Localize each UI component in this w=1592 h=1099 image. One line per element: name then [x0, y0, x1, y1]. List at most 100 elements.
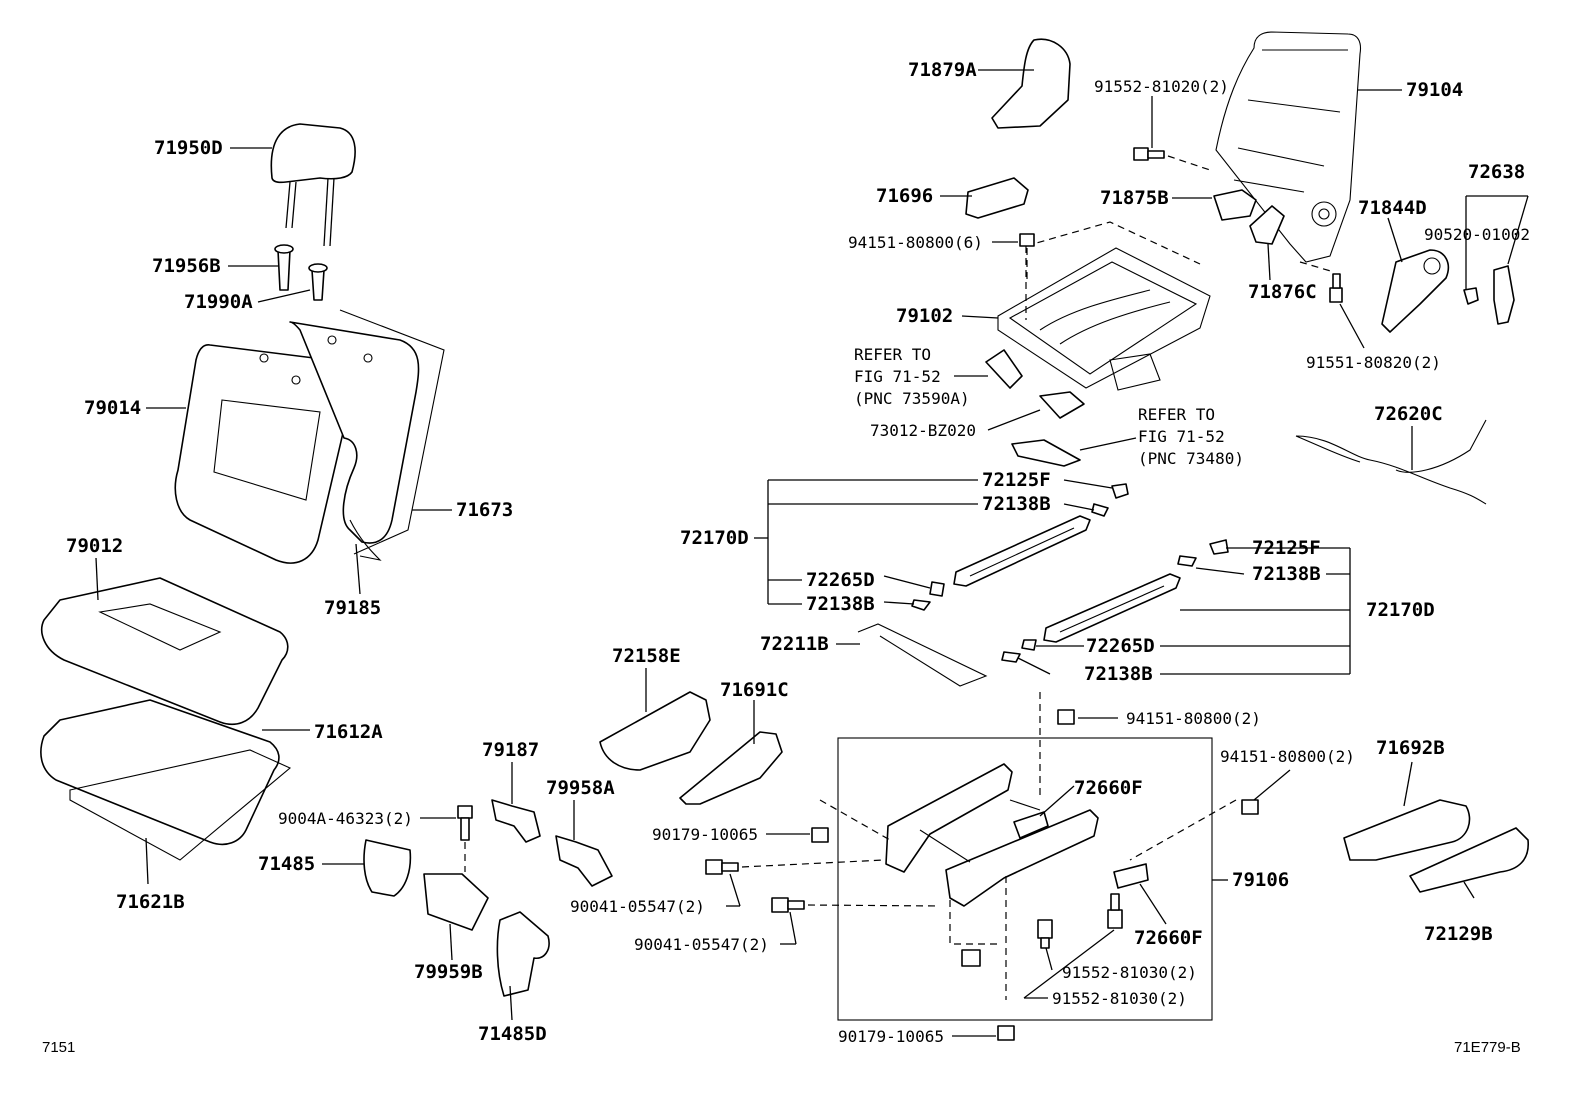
label-94151-80800-2a: 94151-80800(2) — [1126, 709, 1261, 728]
bracket-79187-drawing — [491, 799, 541, 843]
bracket-79958A-drawing — [555, 835, 613, 887]
refer-2-line-a: REFER TO — [1138, 405, 1215, 424]
label-73012-BZ020: 73012-BZ020 — [870, 421, 976, 440]
label-71485D: 71485D — [478, 1023, 547, 1045]
refer-2-line-c: (PNC 73480) — [1138, 449, 1244, 468]
bracket-71875B-drawing — [1213, 189, 1257, 221]
trim-71691C-drawing — [679, 731, 783, 805]
buckle-73480-drawing — [1011, 439, 1081, 467]
label-72660F-b: 72660F — [1134, 927, 1203, 949]
refer-2-line-b: FIG 71-52 — [1138, 427, 1225, 446]
cover-71844D-drawing — [1381, 249, 1450, 333]
label-90041-05547-b: 90041-05547(2) — [634, 935, 769, 954]
label-71692B: 71692B — [1376, 737, 1445, 759]
label-71990A: 71990A — [184, 291, 253, 313]
label-90179-10065-a: 90179-10065 — [652, 825, 758, 844]
leader-lines — [95, 69, 1529, 1037]
label-94151-80800-2b: 94151-80800(2) — [1220, 747, 1355, 766]
footer-figure-number: 7151 — [42, 1039, 75, 1056]
label-9004A-46323: 9004A-46323(2) — [278, 809, 413, 828]
label-79185: 79185 — [324, 597, 381, 619]
label-71950D: 71950D — [154, 137, 223, 159]
motor-72660F-b-drawing — [1113, 863, 1149, 889]
label-72138B-b: 72138B — [806, 593, 875, 615]
refer-1-line-a: REFER TO — [854, 345, 931, 364]
label-71612A: 71612A — [314, 721, 383, 743]
refer-1-line-c: (PNC 73590A) — [854, 389, 970, 408]
label-72170D-a: 72170D — [680, 527, 749, 549]
label-91552-81030-a: 91552-81030(2) — [1062, 963, 1197, 982]
label-71696: 71696 — [876, 185, 933, 207]
bolt-91551-drawing — [1299, 261, 1343, 303]
label-72129B: 72129B — [1424, 923, 1493, 945]
label-72138B-a: 72138B — [982, 493, 1051, 515]
label-72265D-b: 72265D — [1086, 635, 1155, 657]
label-79106: 79106 — [1232, 869, 1289, 891]
trim-71485-drawing — [363, 839, 412, 897]
nut-94151-2b-drawing — [1129, 799, 1259, 861]
cover-71879A-drawing — [991, 38, 1071, 129]
nut-90179-b-drawing — [997, 1025, 1015, 1041]
label-72125F-a: 72125F — [982, 469, 1051, 491]
bolt-9004A-drawing — [457, 805, 473, 872]
label-71621B: 71621B — [116, 891, 185, 913]
headrest-support-drawing — [274, 244, 328, 301]
nut-94151-6-drawing — [1019, 233, 1035, 280]
label-72620C: 72620C — [1374, 403, 1443, 425]
wire-72211B-drawing — [857, 623, 988, 687]
label-71844D: 71844D — [1358, 197, 1427, 219]
label-71879A: 71879A — [908, 59, 977, 81]
bolt-91552-81030-b-drawing — [1107, 893, 1123, 929]
clip-90520-drawing — [1463, 287, 1479, 305]
label-79959B: 79959B — [414, 961, 483, 983]
label-72138B-d: 72138B — [1084, 663, 1153, 685]
label-79102: 79102 — [896, 305, 953, 327]
seat-track-right-drawing — [1001, 539, 1229, 663]
seat-adjuster-drawing — [885, 692, 1099, 1000]
label-72638: 72638 — [1468, 161, 1525, 183]
label-91552-81020: 91552-81020(2) — [1094, 77, 1229, 96]
trim-71692B-drawing — [1343, 799, 1471, 861]
label-79958A: 79958A — [546, 777, 615, 799]
label-72125F-b: 72125F — [1252, 537, 1321, 559]
part-71696-drawing — [965, 177, 1029, 219]
trim-71485D-drawing — [496, 911, 550, 997]
nut-94151-2a-drawing — [1057, 709, 1075, 725]
cushion-sheet-drawing — [69, 749, 292, 861]
label-90520-01002: 90520-01002 — [1424, 225, 1530, 244]
footer-illustration-code: 71E779-B — [1454, 1039, 1521, 1056]
trim-79959B-drawing — [423, 873, 489, 931]
seat-track-left-drawing — [911, 483, 1129, 611]
label-90179-10065-b: 90179-10065 — [838, 1027, 944, 1046]
label-79187: 79187 — [482, 739, 539, 761]
lever-72638-drawing — [1493, 265, 1515, 325]
label-79012: 79012 — [66, 535, 123, 557]
label-71673: 71673 — [456, 499, 513, 521]
bracket-73012-drawing — [1039, 391, 1085, 419]
refer-1-line-b: FIG 71-52 — [854, 367, 941, 386]
bolt-90041-b-drawing — [771, 897, 941, 913]
seatback-frame-drawing — [1215, 31, 1362, 263]
label-91552-81030-b: 91552-81030(2) — [1052, 989, 1187, 1008]
motor-72660F-a-drawing — [1013, 811, 1049, 839]
label-71485: 71485 — [258, 853, 315, 875]
seat-cushion-cover-drawing — [40, 577, 289, 726]
headrest-drawing — [270, 123, 356, 247]
label-72211B: 72211B — [760, 633, 829, 655]
label-79104: 79104 — [1406, 79, 1463, 101]
buckle-73590A-drawing — [985, 349, 1023, 389]
label-71956B: 71956B — [152, 255, 221, 277]
label-71876C: 71876C — [1248, 281, 1317, 303]
trim-72158E-drawing — [599, 691, 711, 771]
seat-cushion-pad-drawing — [40, 699, 280, 846]
label-72660F-a: 72660F — [1074, 777, 1143, 799]
label-94151-80800-6: 94151-80800(6) — [848, 233, 983, 252]
bolt-91552-81020-drawing — [1133, 147, 1211, 171]
label-90041-05547-a: 90041-05547(2) — [570, 897, 705, 916]
bolt-90041-a-drawing — [705, 859, 885, 875]
cushion-frame-drawing — [997, 221, 1211, 391]
label-71875B: 71875B — [1100, 187, 1169, 209]
label-91551-80820: 91551-80820(2) — [1306, 353, 1441, 372]
seatback-pad-drawing — [289, 309, 445, 561]
